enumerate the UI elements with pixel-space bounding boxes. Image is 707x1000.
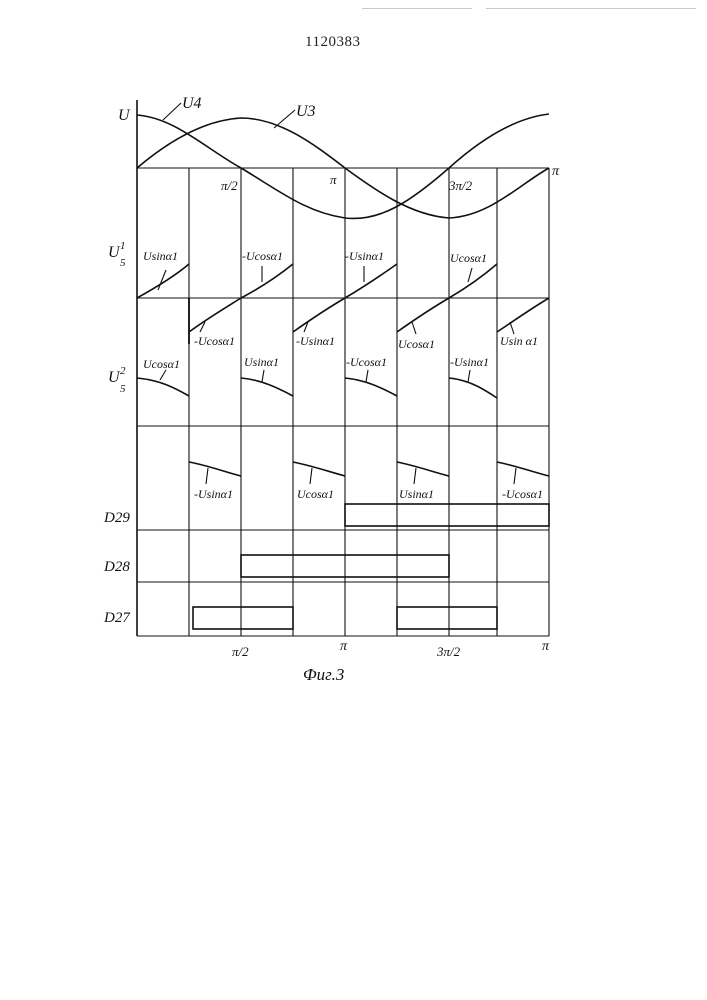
- label-r1-d: Ucosα1: [450, 251, 487, 265]
- leader: [468, 370, 470, 382]
- label-r1-b: -Ucosα1: [242, 249, 283, 263]
- label-r3-c: -Ucosα1: [346, 355, 387, 369]
- u4-label: U4: [182, 95, 202, 112]
- leader: [514, 468, 516, 484]
- label-r2-d: Usin α1: [500, 334, 538, 348]
- u51-low-2: [293, 298, 345, 332]
- label-r1-a: Usinα1: [143, 249, 178, 263]
- label-r4-c: Usinα1: [399, 487, 434, 501]
- figure-caption: Фиг.3: [303, 665, 344, 684]
- u51-low-3: [397, 298, 449, 332]
- tick-3pi-half-bottom: 3π/2: [436, 644, 461, 659]
- label-r3-a: Ucosα1: [143, 357, 180, 371]
- u5-2-sub: 5: [120, 383, 126, 395]
- label-r4-a: -Usinα1: [194, 487, 233, 501]
- tick-pi-bottom: π: [340, 639, 348, 654]
- label-r2-b: -Usinα1: [296, 334, 335, 348]
- u51-low-4: [497, 298, 549, 332]
- leader: [160, 370, 166, 380]
- signal-d28-label: D28: [103, 559, 130, 575]
- u52-low-1: [189, 462, 241, 476]
- leader: [310, 468, 312, 484]
- u5-1-sub: 5: [120, 257, 126, 269]
- leader: [366, 370, 368, 382]
- d29-high-pulse: [345, 504, 549, 526]
- tick-pi-half-top: π/2: [221, 178, 238, 193]
- u3-label: U3: [296, 103, 316, 120]
- u51-seg-1: [137, 264, 189, 298]
- tick-pi-end-top: π: [552, 164, 560, 179]
- u4-leader: [163, 103, 181, 120]
- u5-1-sup: 1: [120, 240, 126, 252]
- label-r2-a: -Ucosα1: [194, 334, 235, 348]
- tick-pi-top: π: [330, 172, 337, 187]
- u52-seg-1: [137, 378, 189, 396]
- leader: [262, 370, 264, 382]
- tick-pi-end-bottom: π: [542, 639, 550, 654]
- u52-seg-3: [345, 378, 397, 396]
- axis-label-u: U: [118, 107, 131, 124]
- u3-leader: [274, 110, 295, 128]
- u51-seg-2: [241, 264, 293, 298]
- u51-seg-3: [345, 264, 397, 298]
- d27-pulse-2: [397, 607, 497, 629]
- signal-d29-label: D29: [103, 510, 130, 526]
- d27-pulse-1: [193, 607, 293, 629]
- u51-low-1: [189, 298, 241, 332]
- u52-low-4: [497, 462, 549, 476]
- u5-2-sup: 2: [120, 365, 126, 377]
- u52-low-3: [397, 462, 449, 476]
- leader: [414, 468, 416, 484]
- tick-3pi-half-top: 3π/2: [448, 178, 473, 193]
- leader: [510, 322, 514, 334]
- leader: [412, 322, 416, 334]
- tick-pi-half-bottom: π/2: [232, 644, 249, 659]
- signal-d27-label: D27: [103, 610, 131, 626]
- label-r3-d: -Usinα1: [450, 355, 489, 369]
- u52-low-2: [293, 462, 345, 476]
- u52-seg-4: [449, 378, 497, 398]
- u51-seg-4: [449, 264, 497, 298]
- label-r4-d: -Ucosα1: [502, 487, 543, 501]
- leader: [468, 268, 472, 282]
- u52-seg-2: [241, 378, 293, 396]
- label-r2-c: Ucosα1: [398, 337, 435, 351]
- leader: [206, 468, 208, 484]
- label-r1-c: -Usinα1: [345, 249, 384, 263]
- leader: [158, 270, 166, 290]
- label-r4-b: Ucosα1: [297, 487, 334, 501]
- label-r3-b: Usinα1: [244, 355, 279, 369]
